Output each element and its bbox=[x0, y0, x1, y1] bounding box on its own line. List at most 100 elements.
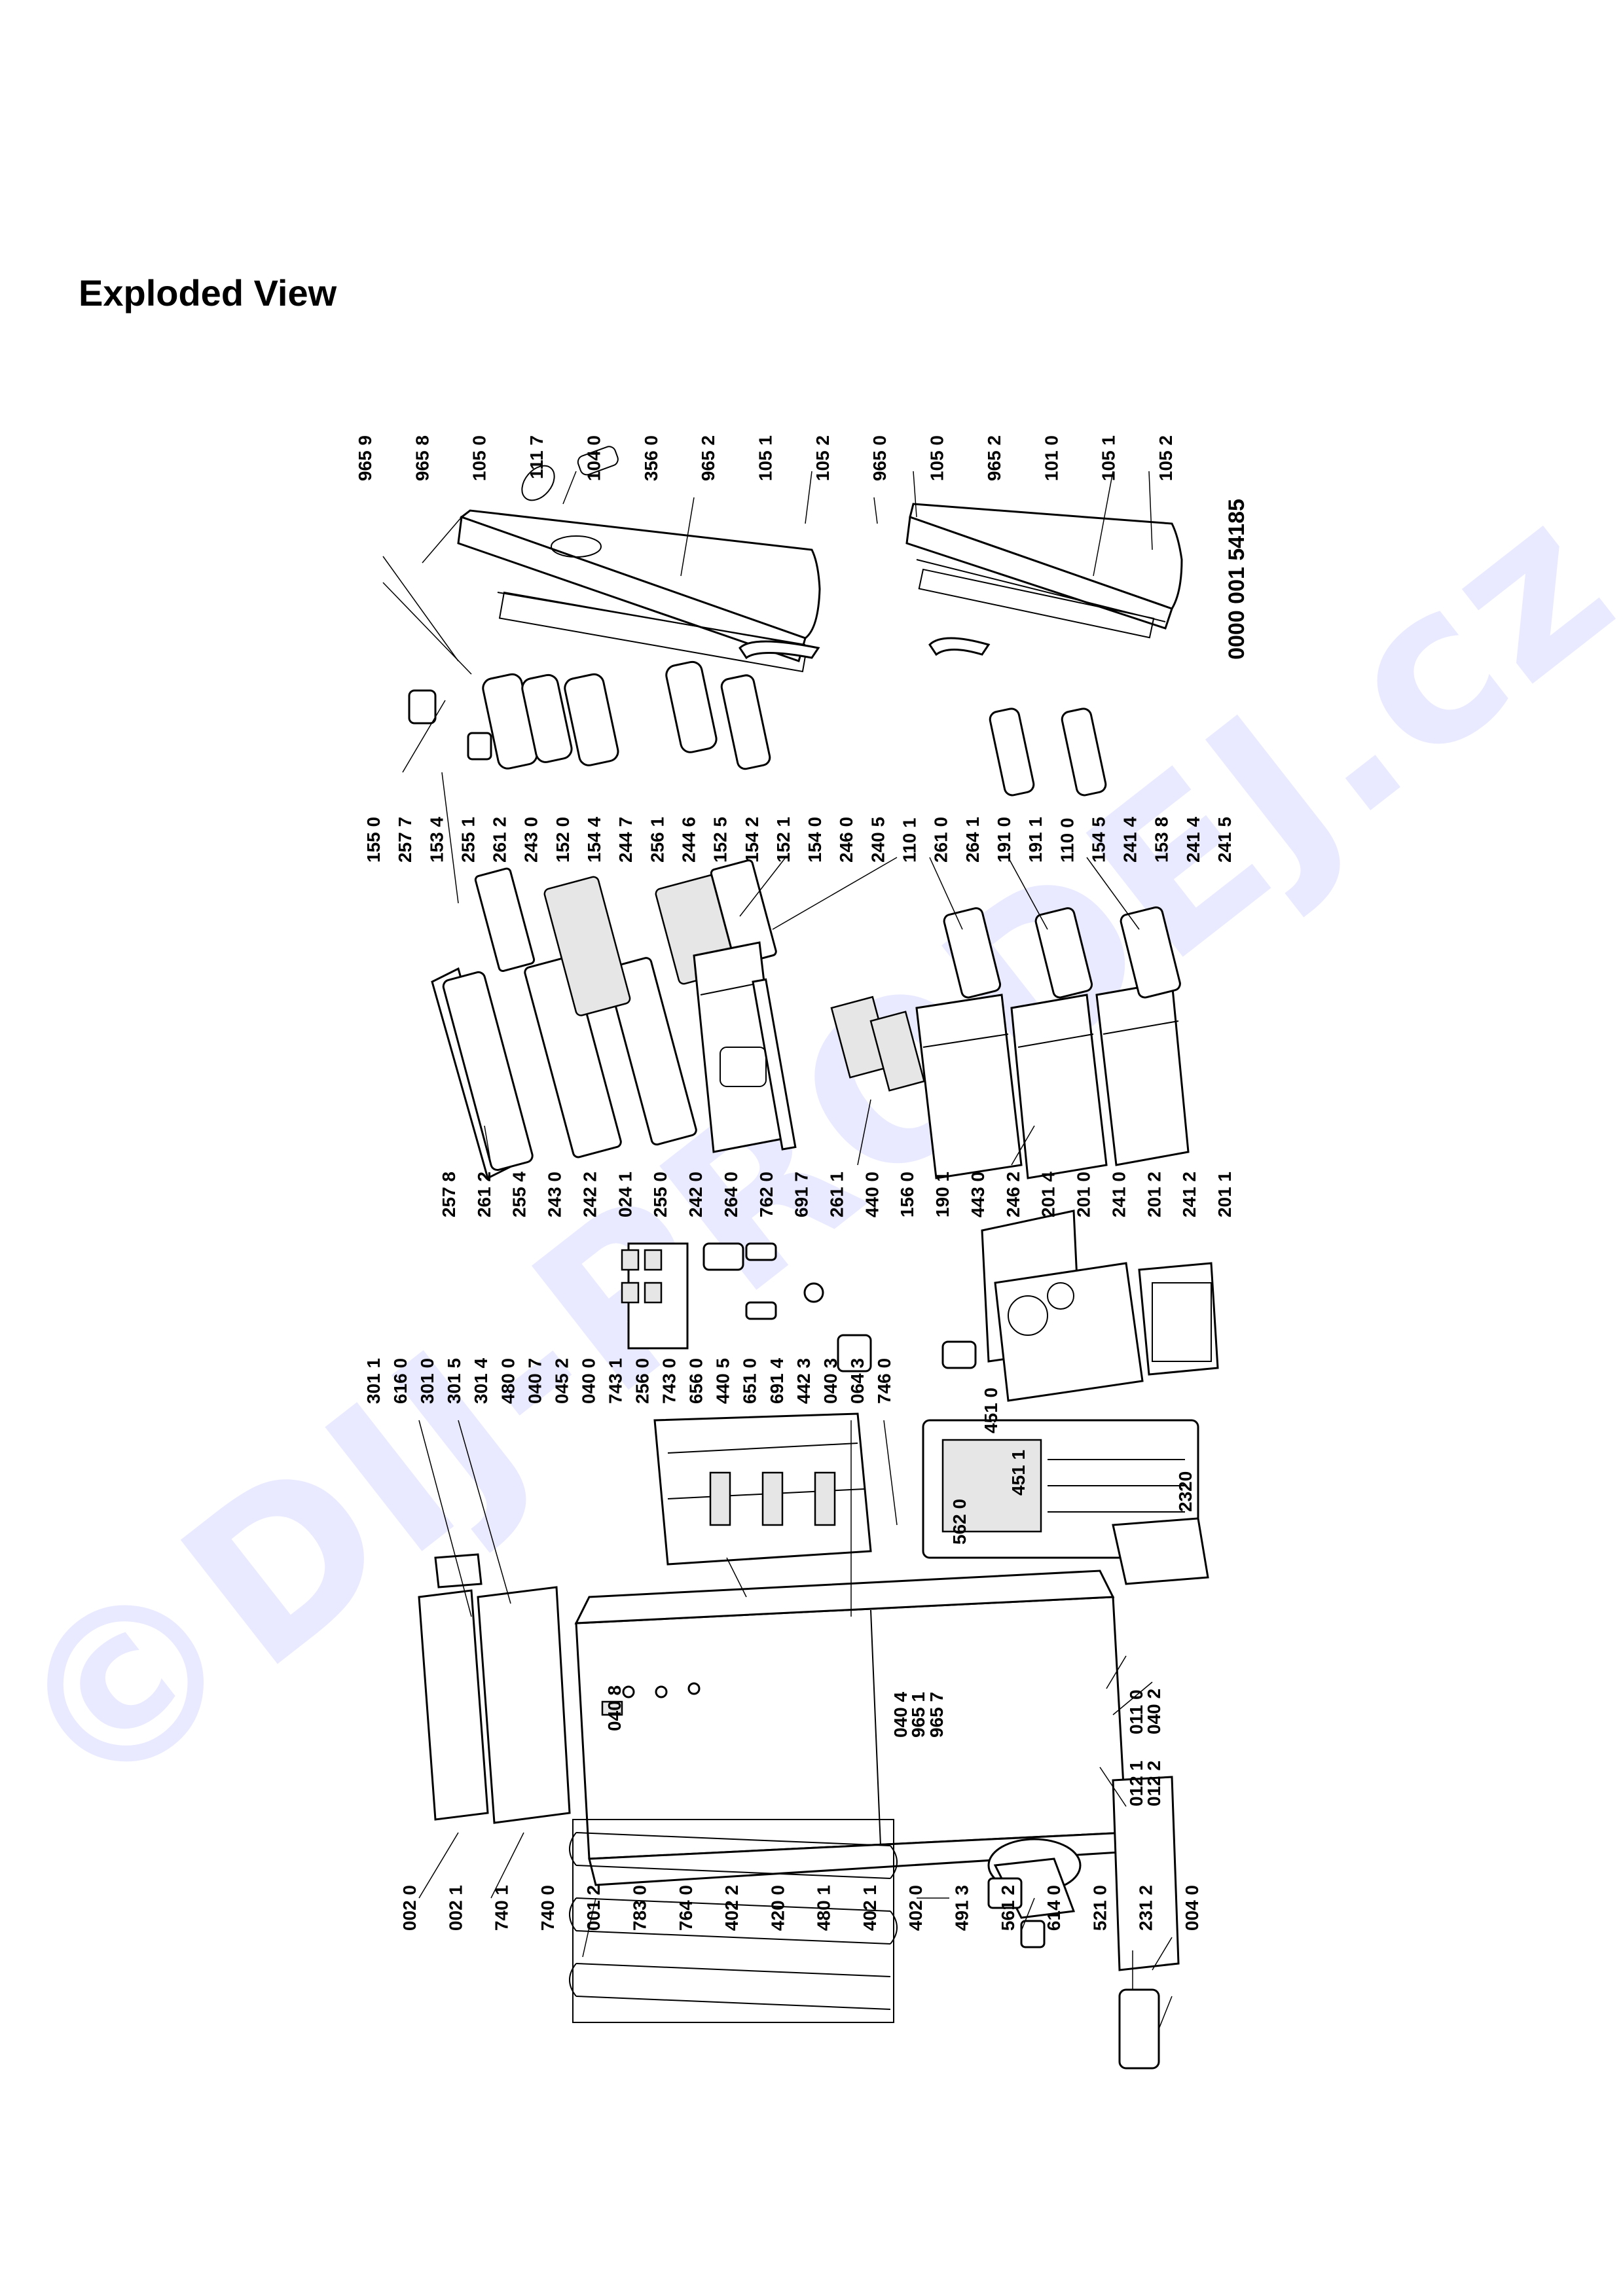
part-label-001-2: 001 2 bbox=[583, 1885, 604, 1931]
part-label-965-8: 965 8 bbox=[412, 435, 432, 481]
part-label-040-3: 040 3 bbox=[820, 1358, 841, 1404]
part-label-201-0: 201 0 bbox=[1074, 1172, 1094, 1217]
part-label-154-5: 154 5 bbox=[1088, 817, 1108, 863]
crisper-drawers bbox=[693, 941, 926, 1153]
page-title: Exploded View bbox=[79, 272, 337, 314]
part-label-152-1: 152 1 bbox=[773, 817, 793, 863]
part-label-012-1: 012 1 bbox=[1126, 1761, 1146, 1806]
part-label-002-0: 002 0 bbox=[399, 1885, 420, 1931]
part-label-651-0: 651 0 bbox=[740, 1358, 760, 1404]
part-label-443-0: 443 0 bbox=[968, 1172, 988, 1217]
part-label-153-8: 153 8 bbox=[1152, 817, 1172, 863]
part-label-243-0: 243 0 bbox=[545, 1172, 565, 1217]
part-label-191-1: 191 1 bbox=[1025, 817, 1046, 863]
part-label-762-0: 762 0 bbox=[756, 1172, 776, 1217]
part-label-965-0: 965 0 bbox=[869, 435, 890, 481]
drip-tray bbox=[1112, 1517, 1209, 1585]
side-panels bbox=[418, 1553, 571, 1824]
lower-door bbox=[905, 503, 1183, 639]
part-label-244-6: 244 6 bbox=[678, 817, 699, 863]
part-label-965-2: 965 2 bbox=[698, 435, 718, 481]
part-label-451-0: 451 0 bbox=[981, 1388, 1001, 1433]
part-label-764-0: 764 0 bbox=[676, 1885, 696, 1931]
leader-lines bbox=[382, 471, 1173, 2030]
drawing-number: 0000 001 54185 bbox=[1224, 499, 1249, 660]
part-label-111-7: 111 7 bbox=[526, 435, 547, 479]
part-label-105-2: 105 2 bbox=[1156, 435, 1176, 481]
freezer-evaporator bbox=[1138, 1262, 1219, 1376]
part-label-491-3: 491 3 bbox=[952, 1885, 972, 1931]
door-handle-lower bbox=[928, 637, 991, 656]
part-label-301-1: 301 1 bbox=[363, 1358, 384, 1404]
part-label-255-4: 255 4 bbox=[509, 1172, 530, 1217]
part-label-240-5: 240 5 bbox=[867, 817, 888, 863]
base-plate bbox=[1112, 1776, 1180, 1971]
part-label-740-1: 740 1 bbox=[492, 1885, 512, 1931]
part-label-110-1: 110 1 bbox=[900, 817, 920, 863]
freezer-flap bbox=[943, 907, 1002, 999]
part-label-261-2: 261 2 bbox=[490, 817, 510, 863]
part-label-241-4: 241 4 bbox=[1183, 817, 1203, 863]
door-balconies bbox=[408, 637, 1107, 797]
part-label-105-1: 105 1 bbox=[1099, 435, 1119, 481]
part-label-110-0: 110 0 bbox=[1057, 817, 1077, 863]
part-label-256-0: 256 0 bbox=[632, 1358, 653, 1404]
part-label-154-2: 154 2 bbox=[742, 817, 762, 863]
part-label-743-0: 743 0 bbox=[659, 1358, 680, 1404]
part-label-301-5: 301 5 bbox=[444, 1358, 464, 1404]
part-label-261-1: 261 1 bbox=[827, 1172, 847, 1217]
part-label-241-0: 241 0 bbox=[1108, 1172, 1129, 1217]
part-label-255-0: 255 0 bbox=[650, 1172, 670, 1217]
part-label-480-1: 480 1 bbox=[814, 1885, 834, 1931]
part-label-246-0: 246 0 bbox=[836, 817, 856, 863]
part-label-101-0: 101 0 bbox=[1041, 435, 1061, 481]
part-label-743-1: 743 1 bbox=[605, 1358, 625, 1404]
part-label-965-7: 965 7 bbox=[926, 1692, 947, 1738]
part-label-105-0: 105 0 bbox=[469, 435, 490, 481]
door-seal-ring bbox=[521, 465, 555, 501]
part-label-231-2: 231 2 bbox=[1136, 1885, 1156, 1931]
part-label-153-4: 153 4 bbox=[426, 817, 447, 863]
part-label-965-1: 965 1 bbox=[908, 1692, 928, 1738]
glass-shelves bbox=[431, 859, 777, 1180]
compressor-relay bbox=[987, 1877, 1023, 1909]
egg-tray bbox=[408, 689, 437, 725]
part-label-154-4: 154 4 bbox=[584, 817, 604, 863]
part-label-012-2: 012 2 bbox=[1144, 1761, 1164, 1806]
part-label-442-3: 442 3 bbox=[793, 1358, 814, 1404]
part-label-201-4: 201 4 bbox=[1038, 1172, 1059, 1217]
part-label-040-8: 040 8 bbox=[604, 1685, 625, 1731]
part-label-045-2: 045 2 bbox=[551, 1358, 572, 1404]
part-label-105-2: 105 2 bbox=[812, 435, 833, 481]
part-label-152-0: 152 0 bbox=[553, 817, 573, 863]
part-label-616-0: 616 0 bbox=[390, 1358, 410, 1404]
part-label-656-0: 656 0 bbox=[686, 1358, 706, 1404]
part-label-242-0: 242 0 bbox=[685, 1172, 706, 1217]
part-label-965-2: 965 2 bbox=[984, 435, 1004, 481]
door-display-panel bbox=[551, 535, 602, 558]
part-label-190-1: 190 1 bbox=[932, 1172, 953, 1217]
part-label-562-0: 562 0 bbox=[949, 1499, 970, 1545]
part-label-965-9: 965 9 bbox=[355, 435, 375, 481]
condenser-coil bbox=[569, 1819, 898, 2023]
part-label-420-0: 420 0 bbox=[767, 1885, 788, 1931]
part-label-257-8: 257 8 bbox=[439, 1172, 459, 1217]
part-label-002-1: 002 1 bbox=[445, 1885, 465, 1931]
part-label-154-0: 154 0 bbox=[805, 817, 825, 863]
part-label-104-0: 104 0 bbox=[583, 435, 604, 481]
part-label-244-7: 244 7 bbox=[615, 817, 636, 863]
part-label-521-0: 521 0 bbox=[1089, 1885, 1110, 1931]
part-label-301-0: 301 0 bbox=[417, 1358, 437, 1404]
part-label-783-0: 783 0 bbox=[629, 1885, 649, 1931]
part-label-191-0: 191 0 bbox=[994, 817, 1014, 863]
part-label-451-1: 451 1 bbox=[1008, 1450, 1029, 1496]
part-label-156-0: 156 0 bbox=[897, 1172, 917, 1217]
part-label-256-1: 256 1 bbox=[647, 817, 667, 863]
part-label-011-0: 011 0 bbox=[1126, 1689, 1146, 1734]
evaporator-assembly bbox=[941, 1210, 1219, 1402]
inner-controls bbox=[621, 1242, 872, 1372]
part-label-040-4: 040 4 bbox=[890, 1692, 911, 1738]
part-label-242-2: 242 2 bbox=[579, 1172, 600, 1217]
